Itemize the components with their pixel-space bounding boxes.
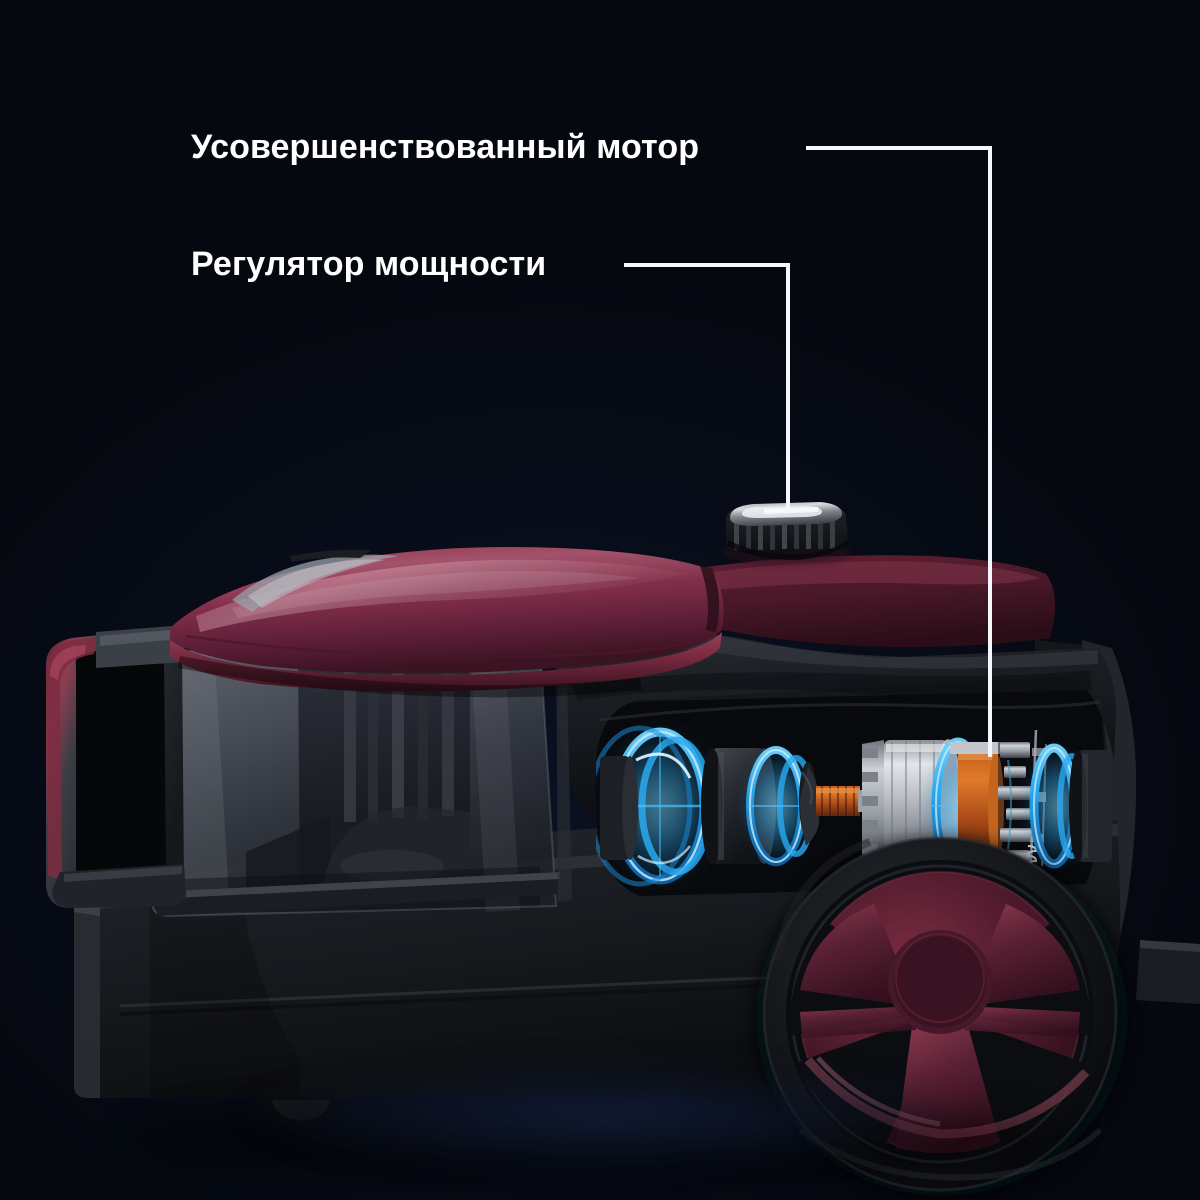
armature [816, 786, 872, 816]
callout-label-power: Регулятор мощности [191, 245, 547, 283]
leader-line-power-vertical [786, 263, 790, 513]
exhaust-cap [1069, 750, 1112, 862]
impeller [799, 762, 820, 846]
leader-line-power-horizontal [624, 263, 790, 267]
leader-line-motor-vertical [988, 146, 992, 757]
motor-assembly [596, 722, 1112, 890]
intake-cap [600, 756, 638, 860]
floor-glow [90, 1040, 1120, 1190]
callout-label-motor: Усовершенствованный мотор [191, 128, 700, 166]
power-dial-knob [722, 502, 850, 564]
dust-container [150, 638, 562, 918]
maroon-lid [170, 547, 1056, 698]
carry-handle [45, 626, 186, 908]
leader-line-motor-horizontal [806, 146, 992, 150]
